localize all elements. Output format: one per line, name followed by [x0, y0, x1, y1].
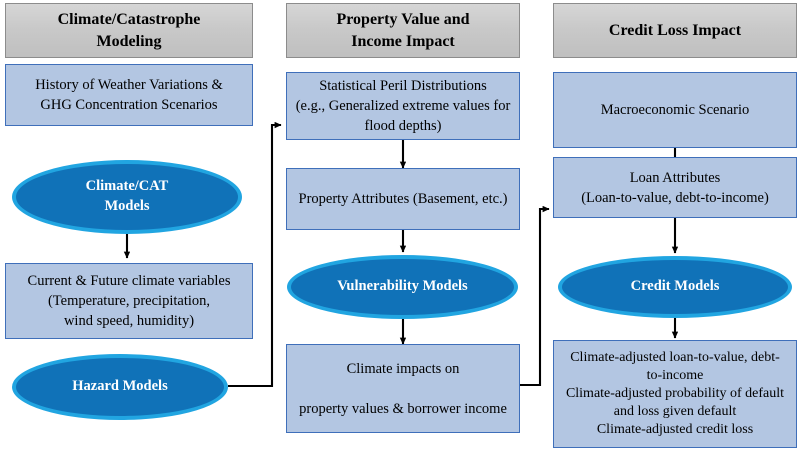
- connector-hazard-to-statistical-peril: [228, 121, 282, 388]
- node-label: Climate/CAT Models: [76, 177, 179, 216]
- node-label: Climate impacts on property values & bor…: [299, 359, 507, 419]
- node-label: Loan Attributes (Loan-to-value, debt-to-…: [581, 168, 769, 208]
- node-vulnerability-models[interactable]: Vulnerability Models: [287, 255, 518, 319]
- column-header-credit-loss-impact: Credit Loss Impact: [553, 3, 797, 58]
- header-line-1: Climate/Catastrophe: [57, 11, 201, 29]
- history-line-1: History of Weather Variations &: [35, 77, 223, 93]
- node-macroeconomic-scenario[interactable]: Macroeconomic Scenario: [553, 72, 797, 148]
- credit-out-line-1: Climate-adjusted loan-to-value, debt-: [570, 349, 780, 365]
- node-credit-loss-outputs[interactable]: Climate-adjusted loan-to-value, debt- to…: [553, 340, 797, 448]
- node-property-attributes[interactable]: Property Attributes (Basement, etc.): [286, 168, 520, 230]
- column-header-climate-catastrophe-modeling: Climate/Catastrophe Modeling: [5, 3, 253, 58]
- current-future-line-2: (Temperature, precipitation,: [47, 293, 211, 309]
- node-label: Current & Future climate variables (Temp…: [28, 271, 231, 331]
- column-header-line: Property Value and Income Impact: [336, 9, 469, 51]
- climate-cat-line-1: Climate/CAT: [85, 178, 169, 195]
- credit-out-line-4: and loss given default: [613, 404, 737, 420]
- header-line-1: Property Value and: [336, 11, 470, 29]
- node-statistical-peril-distributions[interactable]: Statistical Peril Distributions (e.g., G…: [286, 72, 520, 140]
- stat-peril-line-2: (e.g., Generalized extreme values for: [295, 98, 511, 114]
- connector-climate-impacts-to-loan-attributes: [520, 205, 550, 387]
- credit-out-line-3: Climate-adjusted probability of default: [565, 385, 785, 401]
- current-future-line-3: wind speed, humidity): [63, 313, 195, 329]
- node-loan-attributes[interactable]: Loan Attributes (Loan-to-value, debt-to-…: [553, 157, 797, 218]
- loan-attributes-line-2: (Loan-to-value, debt-to-income): [581, 189, 769, 206]
- column-header-line: Climate/Catastrophe Modeling: [58, 9, 201, 51]
- node-history-of-weather[interactable]: History of Weather Variations & GHG Conc…: [5, 64, 253, 126]
- header-line-2: Modeling: [96, 32, 162, 50]
- node-current-future-climate-variables[interactable]: Current & Future climate variables (Temp…: [5, 263, 253, 339]
- stat-peril-line-3: flood depths): [364, 118, 442, 134]
- climate-impacts-line-2: property values & borrower income: [299, 400, 507, 417]
- stat-peril-line-1: Statistical Peril Distributions: [319, 78, 487, 94]
- loan-attributes-line-1: Loan Attributes: [629, 169, 721, 186]
- credit-out-line-2: to-income: [646, 367, 704, 383]
- node-label: Climate-adjusted loan-to-value, debt- to…: [566, 349, 784, 440]
- node-label: Property Attributes (Basement, etc.): [298, 191, 508, 207]
- history-line-2: GHG Concentration Scenarios: [40, 97, 218, 113]
- header-line-1: Credit Loss Impact: [608, 21, 742, 39]
- credit-out-line-5: Climate-adjusted credit loss: [596, 422, 754, 438]
- node-label: Macroeconomic Scenario: [600, 102, 750, 118]
- node-label: Credit Models: [630, 278, 720, 295]
- current-future-line-1: Current & Future climate variables: [27, 273, 231, 289]
- climate-impacts-line-1: Climate impacts on: [346, 360, 460, 377]
- node-climate-impacts[interactable]: Climate impacts on property values & bor…: [286, 344, 520, 433]
- node-climate-cat-models[interactable]: Climate/CAT Models: [12, 160, 242, 234]
- node-credit-models[interactable]: Credit Models: [558, 256, 792, 318]
- node-hazard-models[interactable]: Hazard Models: [12, 354, 228, 420]
- climate-cat-line-2: Models: [104, 198, 150, 214]
- node-label: History of Weather Variations & GHG Conc…: [35, 75, 223, 115]
- node-label: Vulnerability Models: [337, 278, 468, 295]
- column-header-property-value-income-impact: Property Value and Income Impact: [286, 3, 520, 58]
- header-line-2: Income Impact: [351, 32, 455, 50]
- node-label: Statistical Peril Distributions (e.g., G…: [296, 76, 511, 136]
- node-label: Hazard Models: [72, 378, 168, 395]
